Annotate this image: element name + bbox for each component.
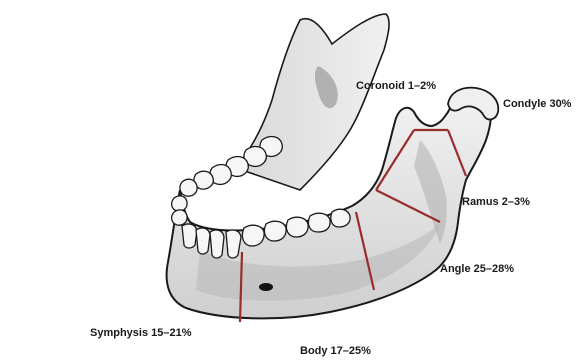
label-body: Body 17–25% <box>300 345 371 357</box>
label-ramus: Ramus 2–3% <box>462 196 530 208</box>
label-condyle: Condyle 30% <box>503 98 571 110</box>
label-coronoid: Coronoid 1–2% <box>356 80 436 92</box>
mental-foramen <box>259 283 273 291</box>
teeth-far-arch <box>172 137 283 226</box>
label-angle: Angle 25–28% <box>440 263 514 275</box>
label-symphysis: Symphysis 15–21% <box>90 327 192 339</box>
